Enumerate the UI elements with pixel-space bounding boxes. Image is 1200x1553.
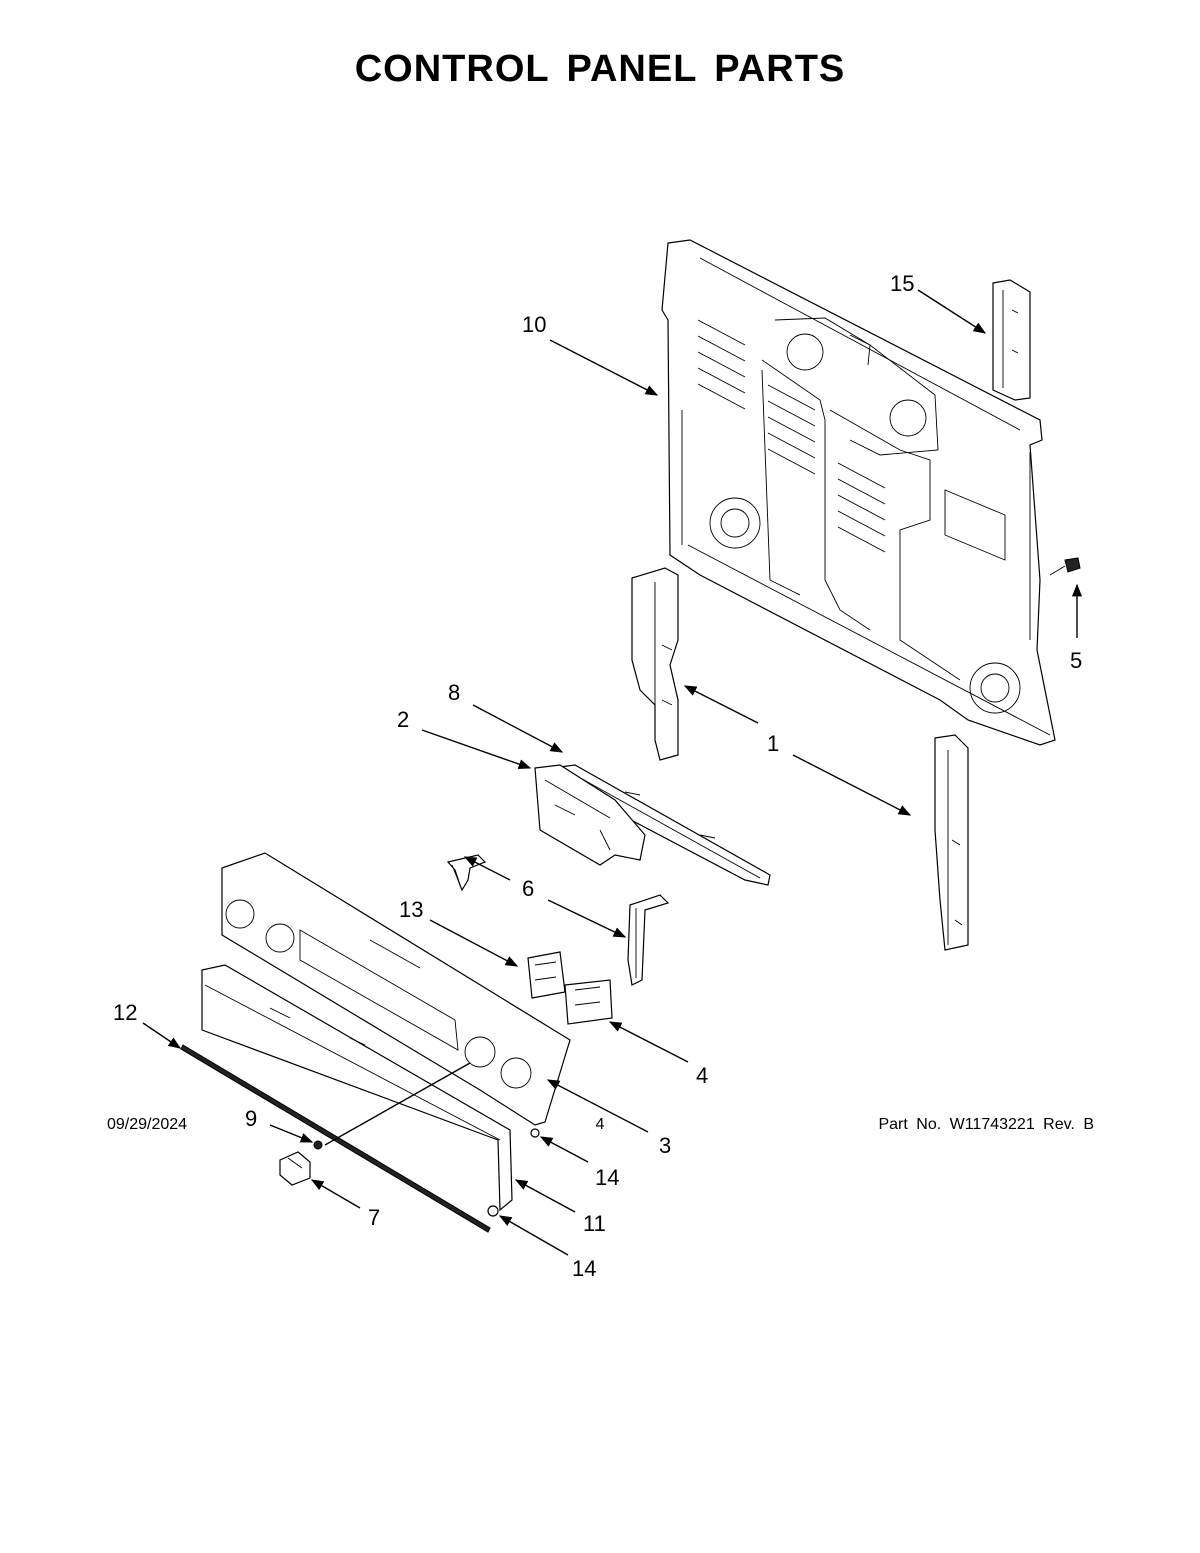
callout-14-upper: 14 <box>595 1165 620 1190</box>
screw-14-upper <box>530 1128 540 1138</box>
callout-12: 12 <box>113 1000 138 1025</box>
leader-arrows <box>142 289 1083 1256</box>
callout-15: 15 <box>890 271 915 296</box>
callout-3: 3 <box>659 1133 672 1158</box>
callout-10: 10 <box>522 312 547 337</box>
screw-14-lower <box>487 1205 499 1217</box>
page-title: CONTROL PANEL PARTS <box>354 48 846 90</box>
arrow-10 <box>549 339 659 396</box>
trim-11 <box>201 964 513 1212</box>
plate-15 <box>992 279 1031 401</box>
arrow-15 <box>917 289 987 334</box>
arrow-9 <box>269 1124 314 1143</box>
callout-7: 7 <box>368 1205 381 1230</box>
footer-part-number: Part No. W11743221 Rev. B <box>878 1116 1094 1133</box>
arrow-6b <box>547 899 627 938</box>
callout-2: 2 <box>397 707 410 732</box>
end-bracket-1-right <box>934 734 969 951</box>
console-panel-3 <box>221 852 571 1126</box>
arrow-6a <box>463 856 511 881</box>
callout-6: 6 <box>522 876 535 901</box>
arrow-3 <box>546 1079 649 1133</box>
footer-page-number: 4 <box>595 1116 605 1133</box>
arrow-11 <box>514 1179 576 1213</box>
clip-6-left <box>446 854 487 892</box>
knob-7 <box>279 1151 311 1186</box>
arrow-1b <box>792 754 912 816</box>
callout-13: 13 <box>399 897 424 922</box>
callout-5: 5 <box>1070 648 1083 673</box>
control-board-2 <box>534 764 646 866</box>
arrow-12 <box>142 1022 182 1049</box>
callout-1: 1 <box>767 731 780 756</box>
clip-6-right <box>627 894 670 986</box>
arrow-13 <box>429 919 519 967</box>
switch-4 <box>564 979 613 1025</box>
footer-date: 09/29/2024 <box>107 1116 188 1133</box>
callout-8: 8 <box>448 680 461 705</box>
arrow-14b <box>498 1215 569 1256</box>
arrow-1a <box>683 685 759 724</box>
switch-13 <box>527 951 566 999</box>
callout-9: 9 <box>245 1106 258 1131</box>
end-bracket-1-left <box>631 567 679 761</box>
callout-14-lower: 14 <box>572 1256 597 1281</box>
arrow-7 <box>310 1179 361 1209</box>
arrow-4 <box>608 1021 689 1063</box>
shaft-line <box>324 1062 471 1146</box>
arrow-2 <box>421 729 532 769</box>
arrow-8 <box>472 704 564 753</box>
spring-9 <box>313 1140 323 1150</box>
callout-4: 4 <box>696 1063 709 1088</box>
arrow-14a <box>539 1136 589 1163</box>
rear-panel-bracket-10 <box>661 239 1056 746</box>
callout-11: 11 <box>583 1211 606 1236</box>
screw-5 <box>1049 557 1081 576</box>
